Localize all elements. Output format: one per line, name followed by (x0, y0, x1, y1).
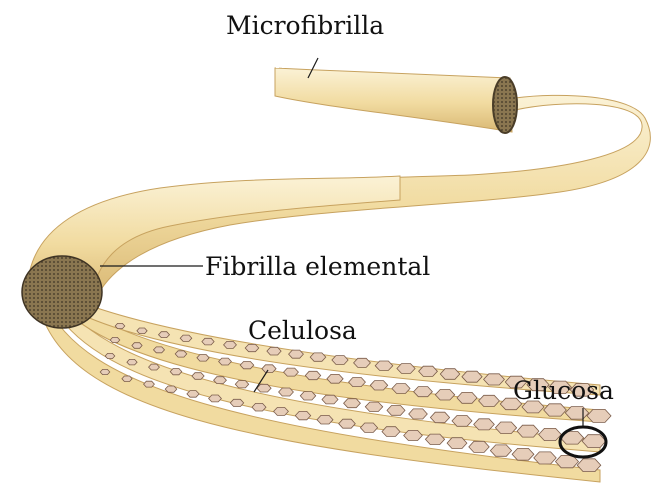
glucose-unit (219, 358, 232, 365)
glucose-unit (165, 386, 177, 392)
glucose-unit (289, 350, 304, 358)
glucose-unit (517, 425, 539, 437)
glucose-unit (332, 356, 348, 365)
glucose-unit (122, 376, 132, 382)
microfibrilla-label: Microfibrilla (226, 11, 384, 40)
glucose-unit (382, 427, 400, 437)
glucose-unit (214, 377, 227, 384)
glucose-unit (404, 430, 423, 440)
microfibril-cross-section (493, 77, 517, 133)
glucosa-label: Glucosa (513, 376, 614, 405)
glucose-unit (284, 368, 299, 376)
glucose-unit (115, 323, 125, 328)
glucose-unit (419, 366, 438, 376)
celulosa-label: Celulosa (248, 316, 357, 345)
glucose-unit (484, 374, 505, 385)
glucose-unit (462, 371, 482, 382)
glucose-unit (392, 384, 410, 394)
glucose-unit (440, 369, 460, 380)
glucose-unit (267, 347, 281, 355)
glucose-unit (197, 355, 209, 362)
glucose-unit (230, 399, 243, 406)
elemental-fibril-cross-section (22, 256, 102, 328)
glucose-unit (322, 395, 338, 404)
glucose-unit (512, 448, 534, 460)
glucose-unit (202, 338, 214, 345)
glucose-unit (279, 388, 294, 396)
glucose-unit (447, 438, 467, 449)
glucose-unit (474, 419, 495, 430)
glucose-unit (435, 390, 454, 401)
glucose-unit (430, 412, 449, 423)
glucose-unit (354, 358, 371, 367)
glucose-unit (409, 409, 428, 419)
glucose-unit (100, 369, 110, 374)
glucose-unit (425, 434, 444, 444)
glucose-unit (245, 344, 259, 351)
glucose-unit (262, 365, 276, 373)
glucose-unit (235, 381, 248, 388)
glucose-unit (132, 343, 142, 349)
glucose-unit (144, 381, 155, 387)
glucose-unit (310, 353, 326, 361)
glucose-unit (224, 341, 237, 348)
glucose-unit (495, 422, 516, 434)
glucose-unit (414, 387, 433, 397)
glucose-unit (305, 371, 320, 379)
glucose-unit (327, 374, 343, 383)
glucose-unit (360, 423, 377, 432)
glucose-unit (365, 402, 382, 411)
glucose-unit (180, 335, 192, 341)
glucose-unit (370, 381, 387, 390)
glucose-unit (387, 406, 405, 416)
glucose-unit (349, 378, 366, 387)
glucose-unit (397, 364, 415, 374)
glucose-unit (127, 359, 137, 365)
glucose-unit (344, 399, 361, 408)
glucose-unit (170, 369, 182, 375)
glucose-unit (159, 332, 170, 338)
glucose-unit (240, 362, 254, 369)
glucose-unit (209, 395, 222, 402)
glucose-unit (175, 351, 187, 357)
glucose-unit (300, 392, 315, 400)
glucose-unit (452, 416, 472, 427)
glucose-unit (490, 445, 511, 456)
glucose-unit (469, 441, 489, 452)
glucose-unit (110, 337, 120, 342)
glucose-unit (479, 395, 500, 406)
glucose-unit (375, 361, 393, 370)
glucose-unit (339, 419, 356, 428)
microfibril-tube (270, 66, 517, 133)
glucose-unit (149, 364, 160, 370)
fibrilla-elemental-label: Fibrilla elemental (205, 252, 430, 281)
glucose-unit (274, 408, 289, 416)
glucose-unit (137, 328, 147, 334)
glucose-unit (154, 347, 165, 353)
glucose-unit (105, 353, 115, 358)
glucose-unit (192, 373, 204, 380)
glucose-unit (457, 392, 477, 403)
glucose-unit (252, 403, 266, 411)
glucose-unit (187, 391, 199, 398)
glucose-unit (317, 415, 333, 424)
glucose-unit (257, 384, 271, 392)
glucose-unit (295, 411, 310, 419)
